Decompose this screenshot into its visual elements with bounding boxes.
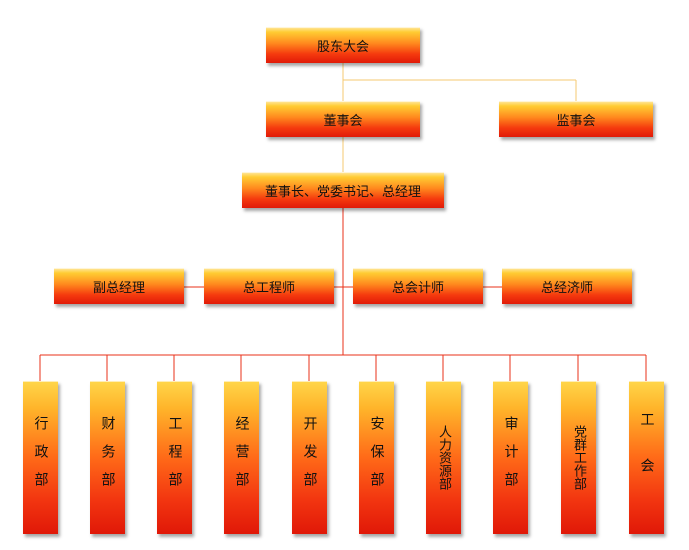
lower-connectors (39, 207, 647, 382)
upper-connectors (342, 62, 577, 173)
node-label: 工程部 (166, 415, 183, 500)
node-dept-human-resources: 人力资源部 (426, 381, 461, 534)
node-label: 审计部 (502, 415, 519, 500)
node-label: 副总经理 (92, 280, 145, 296)
node-chief-economist: 总经济师 (502, 268, 632, 304)
node-label: 监事会 (556, 113, 596, 129)
node-dept-party-affairs: 党群工作部 (561, 381, 596, 534)
node-chairman: 董事长、党委书记、总经理 (242, 172, 444, 208)
node-label: 总会计师 (391, 280, 444, 296)
node-dept-finance: 财务部 (90, 381, 125, 534)
node-dept-development: 开发部 (292, 381, 327, 534)
node-label: 股东大会 (316, 39, 369, 55)
node-label: 开发部 (301, 415, 318, 500)
node-board-of-directors: 董事会 (266, 101, 420, 137)
node-label: 党群工作部 (571, 425, 586, 490)
node-deputy-general-manager: 副总经理 (54, 268, 184, 304)
node-label: 总工程师 (242, 280, 295, 296)
node-chief-accountant: 总会计师 (353, 268, 483, 304)
node-label: 总经济师 (540, 280, 593, 296)
node-label: 财务部 (99, 415, 116, 500)
node-dept-audit: 审计部 (493, 381, 528, 534)
node-dept-security: 安保部 (359, 381, 394, 534)
node-dept-admin: 行政部 (23, 381, 58, 534)
node-label: 董事长、党委书记、总经理 (264, 184, 421, 200)
node-dept-operations: 经营部 (224, 381, 259, 534)
node-label: 安保部 (368, 415, 385, 500)
node-label: 行政部 (32, 415, 49, 500)
node-dept-union: 工会 (629, 381, 664, 534)
node-dept-engineering: 工程部 (157, 381, 192, 534)
node-shareholders-meeting: 股东大会 (266, 27, 420, 63)
node-chief-engineer: 总工程师 (204, 268, 334, 304)
node-label: 董事会 (323, 113, 363, 129)
node-label: 经营部 (233, 415, 250, 500)
node-label: 工会 (638, 411, 655, 504)
node-label: 人力资源部 (436, 425, 451, 490)
node-board-of-supervisors: 监事会 (499, 101, 653, 137)
